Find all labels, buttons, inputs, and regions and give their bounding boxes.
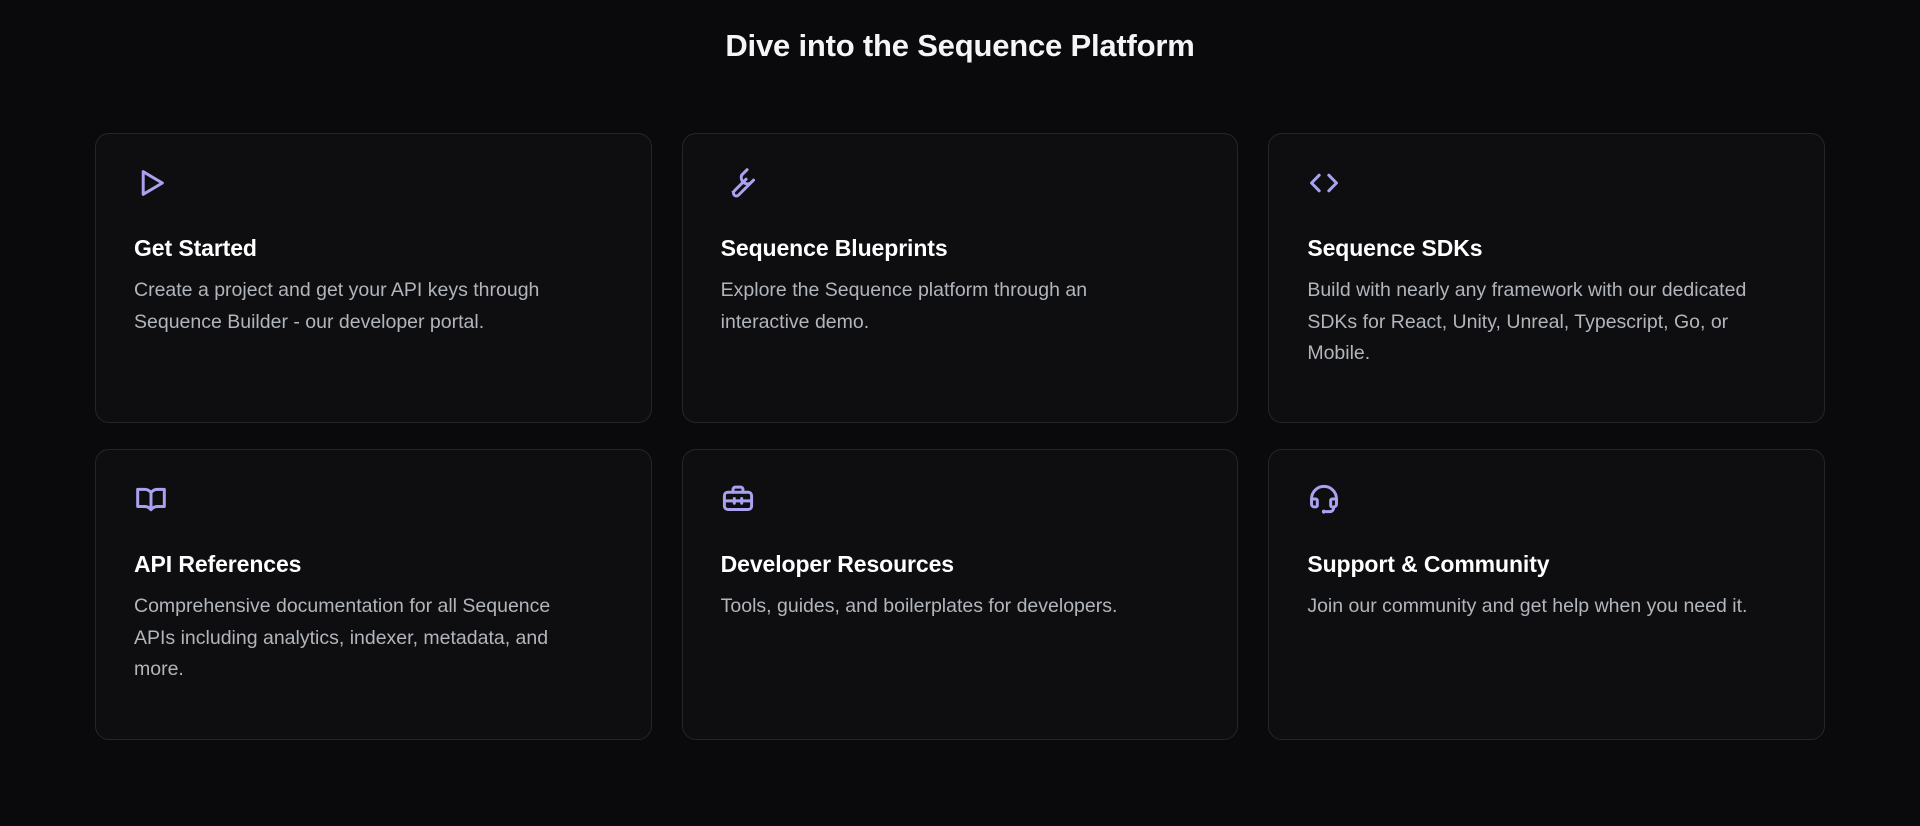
card-title: API References bbox=[134, 551, 302, 578]
feature-card-grid: Get Started Create a project and get you… bbox=[95, 64, 1825, 741]
card-support-community[interactable]: Support & Community Join our community a… bbox=[1268, 449, 1825, 741]
card-title: Sequence SDKs bbox=[1307, 235, 1483, 262]
card-api-references[interactable]: API References Comprehensive documentati… bbox=[95, 449, 652, 741]
card-description: Create a project and get your API keys t… bbox=[134, 278, 540, 333]
card-description: Tools, guides, and boilerplates for deve… bbox=[720, 594, 1118, 617]
card-description: Join our community and get help when you… bbox=[1307, 594, 1748, 617]
code-brackets-icon bbox=[1307, 166, 1341, 200]
card-sequence-blueprints[interactable]: Sequence Blueprints Explore the Sequence… bbox=[681, 133, 1239, 424]
card-description: Comprehensive documentation for all Sequ… bbox=[134, 594, 551, 681]
card-description: Build with nearly any framework with our… bbox=[1307, 278, 1747, 365]
play-triangle-icon bbox=[134, 166, 168, 200]
card-title: Developer Resources bbox=[720, 551, 954, 578]
card-title: Support & Community bbox=[1307, 551, 1550, 578]
open-book-icon bbox=[134, 482, 168, 516]
card-description: Explore the Sequence platform through an… bbox=[720, 278, 1088, 333]
page-title: Dive into the Sequence Platform bbox=[725, 28, 1195, 63]
card-sequence-sdks[interactable]: Sequence SDKs Build with nearly any fram… bbox=[1268, 133, 1825, 424]
toolbox-icon bbox=[721, 482, 755, 516]
card-developer-resources[interactable]: Developer Resources Tools, guides, and b… bbox=[681, 449, 1239, 741]
card-title: Get Started bbox=[134, 235, 257, 262]
headset-icon bbox=[1307, 482, 1341, 516]
card-title: Sequence Blueprints bbox=[720, 235, 948, 262]
wrench-icon bbox=[721, 166, 755, 200]
card-get-started[interactable]: Get Started Create a project and get you… bbox=[95, 133, 652, 424]
